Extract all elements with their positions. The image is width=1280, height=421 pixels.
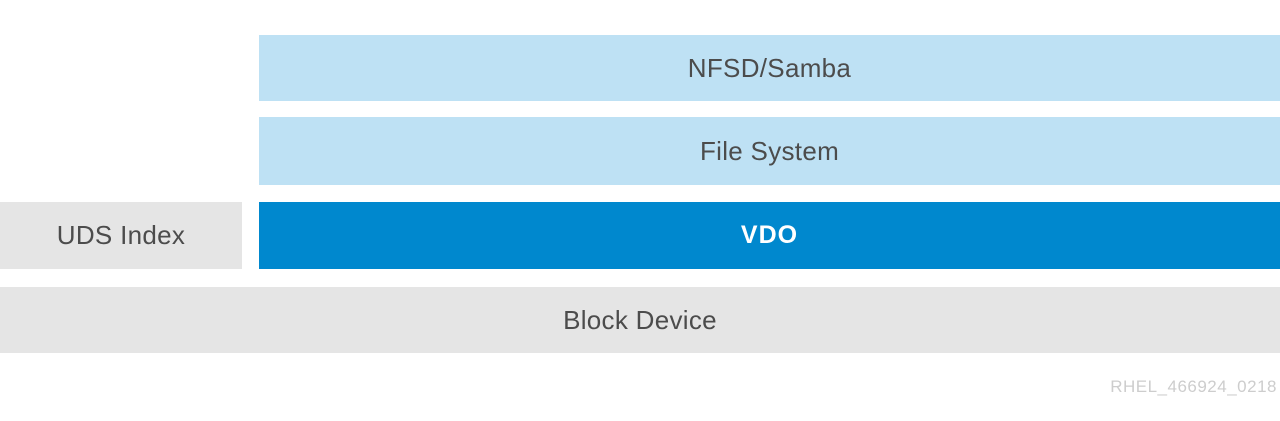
layer-block-device: Block Device [0, 287, 1280, 353]
layer-nfsd-samba: NFSD/Samba [259, 35, 1280, 101]
layer-nfsd-samba-label: NFSD/Samba [687, 52, 852, 83]
watermark-text: RHEL_466924_0218 [1110, 377, 1277, 396]
layer-vdo: VDO [259, 202, 1280, 269]
layer-uds-index: UDS Index [0, 202, 242, 269]
layer-file-system-label: File System [699, 135, 840, 166]
layer-vdo-label: VDO [740, 221, 799, 249]
layer-uds-index-label: UDS Index [56, 220, 186, 250]
layer-file-system: File System [259, 117, 1280, 185]
layer-block-device-label: Block Device [563, 304, 717, 335]
